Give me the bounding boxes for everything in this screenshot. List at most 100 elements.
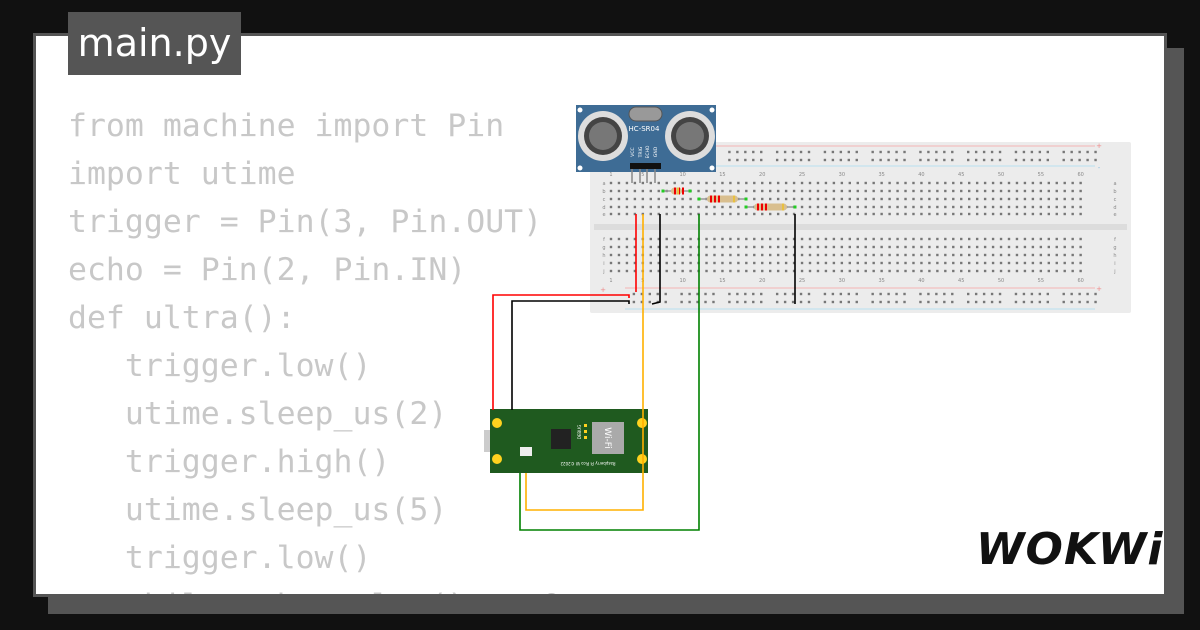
breadboard-hole[interactable] — [880, 197, 883, 201]
breadboard-hole[interactable] — [1071, 261, 1074, 265]
breadboard-hole[interactable] — [1023, 261, 1027, 265]
breadboard-hole[interactable] — [665, 253, 668, 257]
breadboard-hole[interactable] — [752, 300, 755, 304]
breadboard-hole[interactable] — [928, 197, 931, 201]
breadboard-hole[interactable] — [999, 269, 1003, 273]
breadboard-hole[interactable] — [1039, 197, 1043, 201]
breadboard-hole[interactable] — [975, 261, 979, 265]
breadboard-hole[interactable] — [896, 245, 899, 249]
breadboard-hole[interactable] — [1030, 158, 1034, 162]
breadboard-hole[interactable] — [775, 150, 779, 154]
breadboard-hole[interactable] — [888, 269, 891, 273]
breadboard-hole[interactable] — [999, 197, 1003, 201]
breadboard-hole[interactable] — [943, 300, 946, 304]
breadboard-hole[interactable] — [952, 237, 955, 241]
breadboard-hole[interactable] — [673, 269, 676, 273]
breadboard-hole[interactable] — [665, 269, 668, 273]
breadboard-hole[interactable] — [840, 212, 844, 216]
breadboard-hole[interactable] — [935, 158, 938, 162]
breadboard-hole[interactable] — [1047, 261, 1050, 265]
breadboard-hole[interactable] — [968, 197, 971, 201]
breadboard-hole[interactable] — [784, 261, 788, 265]
breadboard-hole[interactable] — [951, 300, 954, 304]
breadboard-hole[interactable] — [729, 245, 732, 249]
breadboard-hole[interactable] — [880, 269, 883, 273]
breadboard-hole[interactable] — [1030, 292, 1034, 296]
breadboard-hole[interactable] — [776, 245, 780, 249]
breadboard-hole[interactable] — [696, 300, 699, 304]
breadboard-hole[interactable] — [776, 197, 780, 201]
breadboard-hole[interactable] — [1015, 245, 1019, 249]
breadboard-hole[interactable] — [657, 189, 660, 193]
breadboard-hole[interactable] — [960, 237, 963, 241]
breadboard-hole[interactable] — [1015, 189, 1019, 193]
breadboard-hole[interactable] — [776, 261, 780, 265]
breadboard-hole[interactable] — [1022, 158, 1026, 162]
breadboard-hole[interactable] — [791, 158, 795, 162]
breadboard-hole[interactable] — [808, 269, 812, 273]
breadboard-hole[interactable] — [912, 237, 915, 241]
breadboard-hole[interactable] — [689, 237, 692, 241]
breadboard-hole[interactable] — [840, 245, 844, 249]
breadboard-hole[interactable] — [633, 205, 637, 209]
breadboard-hole[interactable] — [920, 237, 923, 241]
breadboard-hole[interactable] — [625, 237, 629, 241]
resistor[interactable] — [744, 203, 797, 211]
breadboard-hole[interactable] — [769, 261, 772, 265]
breadboard-hole[interactable] — [1031, 269, 1035, 273]
breadboard-hole[interactable] — [880, 253, 883, 257]
breadboard-hole[interactable] — [656, 292, 659, 296]
breadboard-hole[interactable] — [1063, 212, 1066, 216]
breadboard-hole[interactable] — [1094, 292, 1097, 296]
breadboard-hole[interactable] — [729, 189, 732, 193]
breadboard-hole[interactable] — [1086, 292, 1089, 296]
breadboard-hole[interactable] — [855, 158, 858, 162]
breadboard-hole[interactable] — [752, 292, 755, 296]
breadboard-hole[interactable] — [1071, 245, 1074, 249]
breadboard-hole[interactable] — [824, 261, 828, 265]
breadboard-hole[interactable] — [1023, 197, 1027, 201]
breadboard-hole[interactable] — [1007, 212, 1011, 216]
breadboard-hole[interactable] — [1007, 237, 1011, 241]
breadboard-hole[interactable] — [920, 253, 923, 257]
breadboard-hole[interactable] — [998, 158, 1002, 162]
breadboard-hole[interactable] — [974, 158, 978, 162]
breadboard-hole[interactable] — [1007, 245, 1011, 249]
breadboard-hole[interactable] — [808, 197, 812, 201]
breadboard-hole[interactable] — [769, 197, 772, 201]
breadboard-hole[interactable] — [784, 237, 788, 241]
breadboard-hole[interactable] — [761, 269, 764, 273]
breadboard-hole[interactable] — [752, 158, 755, 162]
breadboard-hole[interactable] — [1031, 245, 1035, 249]
breadboard-hole[interactable] — [999, 189, 1003, 193]
breadboard-hole[interactable] — [664, 292, 667, 296]
breadboard-hole[interactable] — [1055, 245, 1058, 249]
breadboard-hole[interactable] — [761, 253, 764, 257]
breadboard-hole[interactable] — [975, 212, 979, 216]
breadboard-hole[interactable] — [617, 253, 621, 257]
breadboard-hole[interactable] — [895, 292, 898, 296]
breadboard-hole[interactable] — [808, 181, 812, 185]
breadboard-hole[interactable] — [935, 300, 938, 304]
breadboard-hole[interactable] — [879, 158, 882, 162]
breadboard-hole[interactable] — [657, 205, 660, 209]
breadboard-hole[interactable] — [888, 253, 891, 257]
breadboard-hole[interactable] — [721, 189, 724, 193]
breadboard-hole[interactable] — [928, 261, 931, 265]
breadboard-hole[interactable] — [848, 205, 851, 209]
breadboard-hole[interactable] — [936, 269, 939, 273]
breadboard-hole[interactable] — [1062, 292, 1065, 296]
breadboard-hole[interactable] — [776, 237, 780, 241]
breadboard-hole[interactable] — [617, 269, 621, 273]
breadboard-hole[interactable] — [1055, 181, 1058, 185]
breadboard-hole[interactable] — [745, 212, 748, 216]
breadboard-hole[interactable] — [729, 253, 732, 257]
breadboard-hole[interactable] — [904, 197, 907, 201]
breadboard-hole[interactable] — [895, 150, 898, 154]
breadboard-hole[interactable] — [753, 261, 756, 265]
breadboard-hole[interactable] — [760, 158, 763, 162]
breadboard-hole[interactable] — [888, 197, 891, 201]
breadboard-hole[interactable] — [840, 261, 844, 265]
breadboard-hole[interactable] — [649, 261, 652, 265]
breadboard-hole[interactable] — [1094, 150, 1097, 154]
